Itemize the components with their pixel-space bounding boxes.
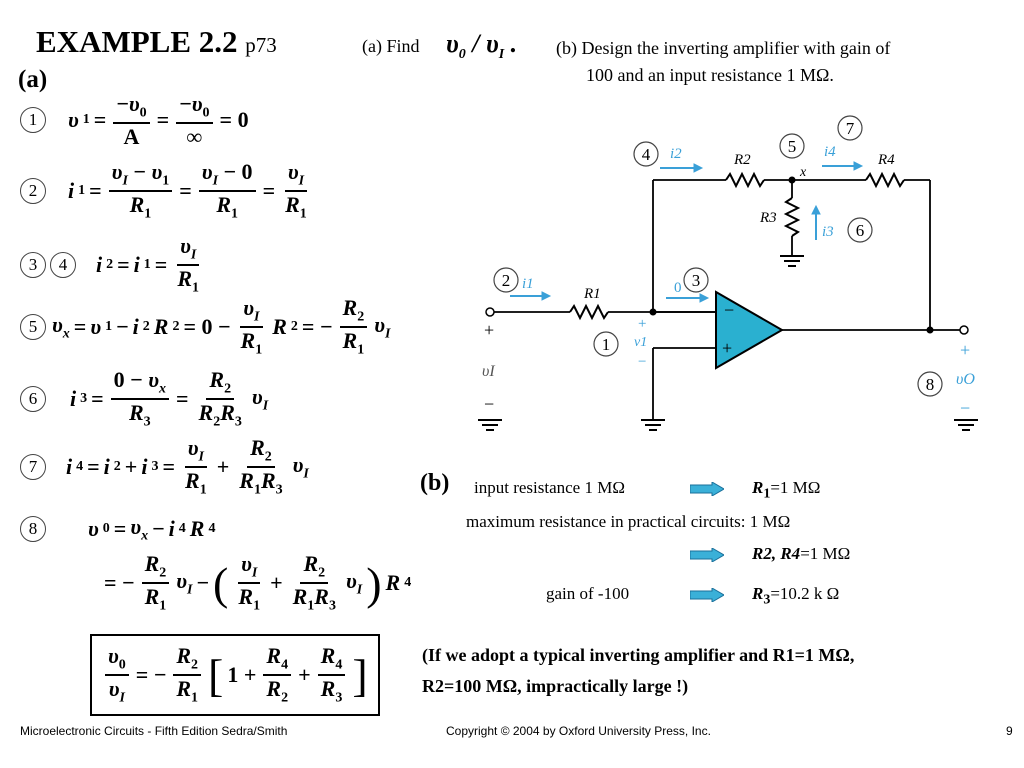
label-i4: i4 — [824, 144, 836, 160]
title-main: EXAMPLE 2.2 — [36, 24, 238, 59]
b-row-4-arrow-icon — [690, 588, 724, 602]
svg-text:+: + — [722, 338, 732, 358]
step-marker-2: 2 — [20, 178, 46, 205]
step-marker-8: 8 — [20, 516, 46, 543]
step-marker-4: 4 — [50, 252, 76, 279]
circuit-marker-1: 1 — [602, 335, 611, 354]
design-line-2: 100 and an input resistance 1 MΩ. — [586, 65, 834, 85]
label-v1-plus: + — [638, 316, 646, 332]
b-row-1-arrow-icon — [690, 482, 724, 496]
note-line-2: R2=100 MΩ, impractically large !) — [422, 676, 689, 696]
b-row-4-right: R3=10.2 k Ω — [752, 584, 840, 608]
inverting-amplifier-circuit: − + i1 i2 i4 i3 0 R1 R2 R4 R3 x + υI − +… — [478, 115, 978, 431]
circuit-marker-8: 8 — [926, 375, 935, 394]
label-i1: i1 — [522, 276, 534, 292]
label-output-minus: − — [960, 398, 970, 418]
circuit-marker-7: 7 — [846, 119, 855, 138]
circuit-marker-6: 6 — [856, 221, 865, 240]
find-label: (a) Find — [362, 36, 420, 56]
b-row-2: maximum resistance in practical circuits… — [466, 512, 791, 531]
label-r1: R1 — [583, 286, 601, 302]
label-r2: R2 — [733, 152, 751, 168]
resistor-r1 — [569, 303, 609, 321]
ground-output — [954, 419, 978, 431]
label-input-plus: + — [484, 320, 494, 340]
title-page: p73 — [245, 33, 277, 57]
circuit-marker-4: 4 — [642, 145, 651, 164]
label-input-minus: − — [484, 394, 494, 414]
label-node-x: x — [799, 165, 807, 180]
ground-input — [478, 419, 502, 431]
b-row-1-left: input resistance 1 MΩ — [474, 478, 625, 497]
b-row-1-right: R1=1 MΩ — [752, 478, 821, 502]
label-zero-current: 0 — [674, 280, 682, 296]
circuit-marker-labels: 2 4 5 7 6 3 1 8 — [502, 119, 935, 394]
resistor-r3 — [783, 197, 801, 237]
b-row-3-arrow-icon — [690, 548, 724, 562]
circuit-marker-5: 5 — [788, 137, 797, 156]
note-text: (If we adopt a typical inverting amplifi… — [422, 640, 854, 702]
slide-title: EXAMPLE 2.2 p73 — [36, 24, 277, 60]
circuit-marker-2: 2 — [502, 271, 511, 290]
output-terminal — [959, 325, 969, 335]
footer-book: Microelectronic Circuits - Fifth Edition… — [20, 724, 288, 738]
ground-noninverting — [641, 419, 665, 431]
label-r4: R4 — [877, 152, 895, 168]
input-terminal — [485, 307, 495, 317]
design-text: (b) Design the inverting amplifier with … — [556, 35, 890, 89]
step-marker-6: 6 — [20, 386, 46, 413]
part-a-label: (a) — [18, 66, 48, 93]
ground-r3 — [780, 255, 804, 267]
op-amp — [715, 290, 785, 370]
circuit-markers — [493, 115, 943, 397]
step-marker-5: 5 — [20, 314, 46, 341]
step-marker-7: 7 — [20, 454, 46, 481]
current-arrows — [510, 161, 864, 303]
note-line-1: (If we adopt a typical inverting amplifi… — [422, 645, 855, 665]
label-i3: i3 — [822, 224, 834, 240]
part-b-label: (b) — [420, 470, 450, 496]
resistor-r4 — [865, 171, 905, 189]
footer-copyright: Copyright © 2004 by Oxford University Pr… — [446, 724, 711, 738]
label-vo: υO — [956, 371, 975, 388]
label-i2: i2 — [670, 146, 682, 162]
svg-text:−: − — [724, 300, 734, 320]
step-marker-1: 1 — [20, 107, 46, 134]
label-v1: v1 — [634, 335, 647, 350]
label-v1-minus: − — [638, 354, 646, 370]
footer-page-number: 9 — [1006, 724, 1013, 738]
design-line-1: (b) Design the inverting amplifier with … — [556, 38, 891, 58]
find-expression: υ0 / υI . — [446, 29, 518, 63]
circuit-marker-3: 3 — [692, 271, 701, 290]
label-vi: υI — [482, 363, 495, 380]
b-row-3-right: R2, R4=1 MΩ — [752, 544, 851, 563]
b-row-4-left: gain of -100 — [546, 584, 630, 603]
label-r3: R3 — [759, 210, 777, 226]
label-output-plus: + — [960, 340, 970, 360]
step-marker-3: 3 — [20, 252, 46, 279]
resistor-r2 — [725, 171, 765, 189]
